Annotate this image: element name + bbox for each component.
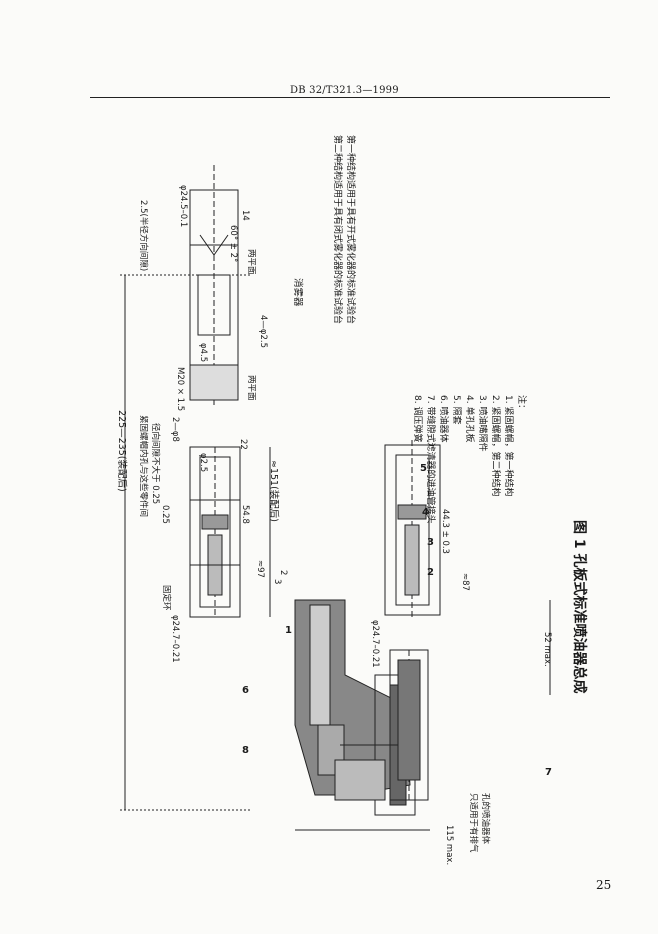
callout-6: 6 [242, 685, 249, 696]
callout-2: 2 [427, 567, 434, 578]
dim-52: 52 max. [542, 632, 552, 667]
dim-phi245: φ24.5–0.1 [178, 185, 188, 228]
dim-115: 115 max. [444, 825, 454, 866]
dim-phi25: φ2.5 [198, 453, 208, 473]
two-flats-lower-label: 两平面 [246, 375, 256, 401]
dim-4phi25: 4—φ2.5 [258, 315, 268, 349]
lower-nut-assembly [384, 440, 441, 620]
callout-8: 8 [242, 745, 249, 756]
note-item-8: 8. 调压弹簧 [412, 395, 422, 443]
note-item-4: 4. 单孔孔板 [464, 395, 474, 443]
dim-phi247-upper: φ24.7–0.21 [170, 615, 180, 663]
upper-nut-assembly [189, 446, 241, 618]
dim-97: ≈97 [255, 560, 265, 578]
note-item-7: 7. 带缝隙式滤清器的进油管接头 [425, 395, 435, 524]
dim-22: 22 [238, 439, 248, 450]
dim-2: 2 [278, 570, 288, 576]
dim-phi45: φ4.5 [198, 343, 208, 363]
hole-gap-label-1: 紧固螺帽内孔与这些零件间 [138, 415, 148, 518]
radial-gap-label: 2.5(半径方向间隙) [138, 200, 148, 272]
exhaust-label-2: 孔的喷油器体 [480, 793, 490, 845]
dim-548: 54.8 [240, 505, 250, 524]
dim-87: ≈87 [460, 573, 470, 591]
page-number: 25 [596, 878, 612, 892]
dim-14: 14 [240, 210, 250, 221]
callout-1: 1 [285, 625, 292, 636]
figure-caption: 图 1 孔板式标准喷油器总成 [571, 520, 587, 694]
dim-2phi8: 2—φ8 [170, 417, 180, 442]
note-item-2: 2. 紧固螺帽，第二种结构 [490, 395, 500, 497]
approx-assembled-label: ≈151(装配后) [268, 460, 279, 523]
callout-7: 7 [545, 767, 552, 778]
exhaust-label-1: 只适用于有排气 [468, 793, 478, 853]
structure-note-2: 第二种结构适用于具有闭式雾化器的标准试验台 [332, 135, 342, 325]
callout-3: 3 [427, 537, 434, 548]
note-heading: 注： [516, 395, 526, 414]
retaining-ring-label: 固定环 [161, 585, 171, 611]
supply-pipe [389, 649, 429, 801]
assembled-length-label: 225—235(装配后) [116, 410, 127, 492]
note-item-3: 3. 喷油嘴隔件 [477, 395, 487, 452]
header-rule [90, 97, 610, 98]
atomizer-label: 消雾器 [292, 278, 303, 307]
dim-025: 0.25 [160, 505, 170, 524]
dim-m20: M20 × 1.5 [175, 367, 185, 412]
parts-notes: 注： 1. 紧固螺帽，第一种结构 2. 紧固螺帽，第二种结构 3. 喷油嘴隔件 … [410, 395, 527, 523]
two-flats-upper-label: 两平面 [246, 249, 256, 275]
note-item-1: 1. 紧固螺帽，第一种结构 [503, 395, 513, 497]
structure-note-1: 第一种结构适用于具有开式雾化器的标准试验台 [345, 135, 355, 325]
hole-gap-label-2: 径向间隙不大于 0.25 [150, 423, 160, 505]
document-code: DB 32/T321.3—1999 [290, 85, 399, 96]
callout-5: 5 [420, 463, 427, 474]
atomizer-detail [189, 165, 239, 405]
engineering-drawing: 225—235(装配后) ≈151(装配后) 消雾器 两平面 两平面 2.5(半… [90, 105, 620, 865]
drawing-lines [120, 165, 551, 831]
note-item-5: 5. 隔套 [451, 395, 461, 425]
dim-phi247-lower: φ24.7–0.21 [370, 620, 380, 668]
dim-60: 60° ± 2° [228, 225, 238, 263]
callout-4: 4 [422, 507, 429, 518]
structure-notes: 第一种结构适用于具有开式雾化器的标准试验台 第二种结构适用于具有闭式雾化器的标准… [330, 135, 356, 324]
note-item-6: 6. 喷油器体 [438, 395, 448, 443]
dim-3: 3 [272, 579, 282, 585]
